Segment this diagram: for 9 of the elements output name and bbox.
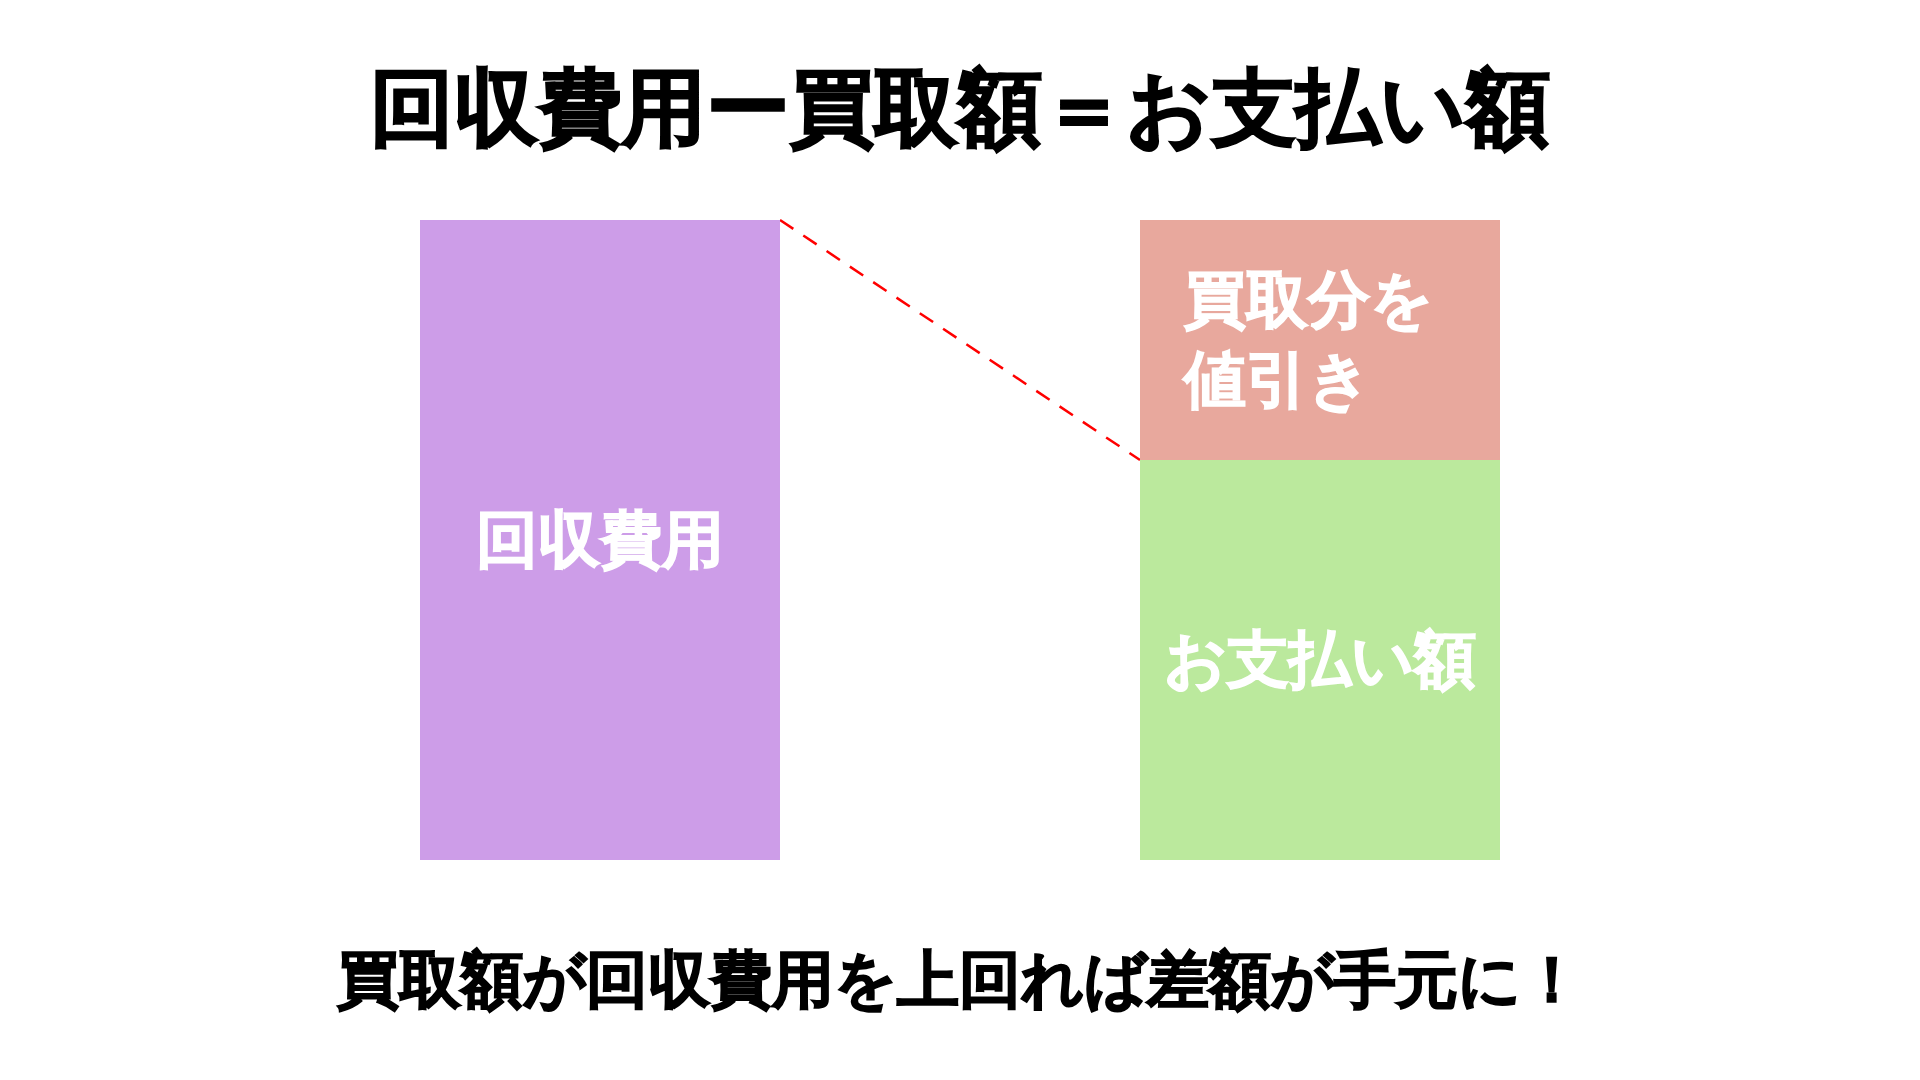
block-label: お支払い額 — [1164, 622, 1476, 698]
caption-text: 買取額が回収費用を上回れば差額が手元に！ — [337, 943, 1583, 1018]
discount-block — [1140, 220, 1500, 460]
block-label: 買取分を値引き — [1183, 262, 1434, 418]
diagram-title: 回収費用ー買取額＝お支払い額 — [370, 58, 1550, 159]
dashed-connector — [779, 218, 1141, 462]
block-label: 回収費用 — [476, 502, 724, 578]
cost-block — [420, 220, 780, 860]
payment-block — [1140, 460, 1500, 860]
